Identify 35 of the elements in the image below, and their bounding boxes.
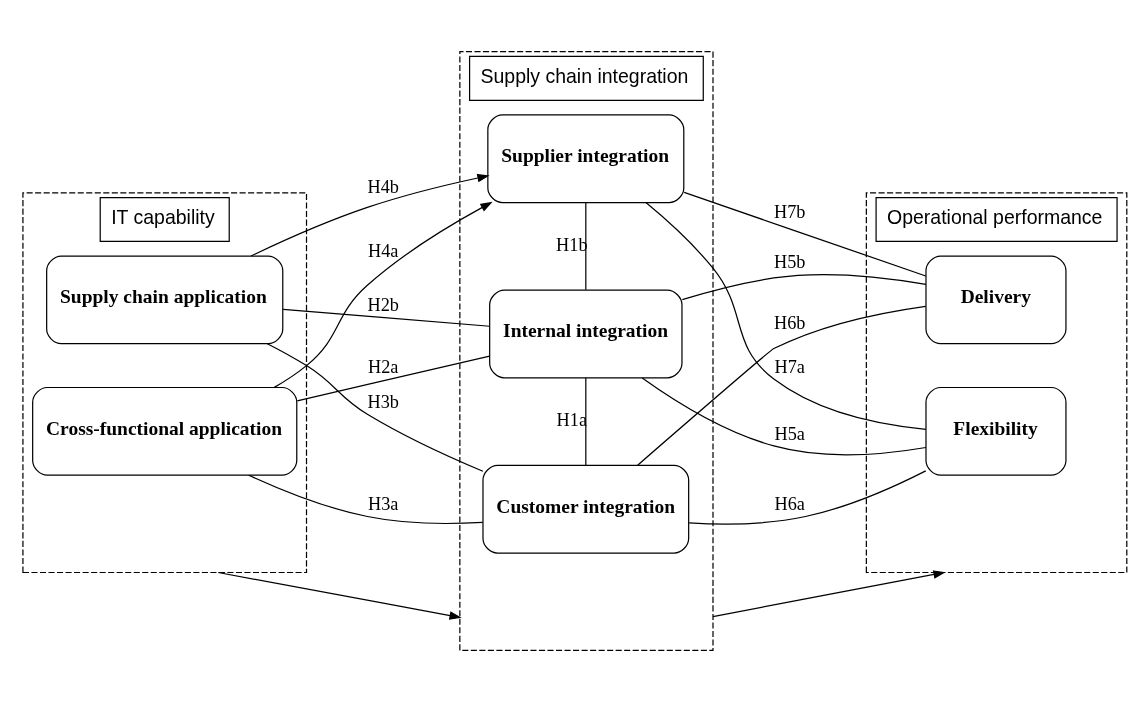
connector xyxy=(585,377,587,466)
connector xyxy=(296,355,491,402)
arrow xyxy=(712,570,946,618)
node-box: Customer integration xyxy=(482,464,690,554)
connector xyxy=(266,343,484,472)
node-box: Supply chain application xyxy=(46,255,284,345)
node-box: Supplier integration xyxy=(487,114,685,204)
edge-label: H6a xyxy=(774,494,805,515)
node-box: Cross-functional application xyxy=(32,386,298,476)
edge-label: H4a xyxy=(367,241,399,262)
arrow xyxy=(250,173,490,257)
edge-label: H3b xyxy=(367,392,399,413)
edge-label: H6b xyxy=(773,313,806,334)
connector xyxy=(248,474,484,525)
connector xyxy=(641,377,927,456)
edge-label: H7b xyxy=(773,202,806,223)
edge-label: H7a xyxy=(774,356,805,377)
node-box: Delivery xyxy=(925,255,1067,345)
connector xyxy=(645,201,927,430)
node-box: Flexibility xyxy=(925,386,1067,476)
edge-label: H4b xyxy=(367,176,399,197)
connector xyxy=(683,191,927,277)
connector xyxy=(282,308,491,327)
edge-label: H2a xyxy=(367,356,399,377)
connector xyxy=(585,202,587,291)
edge-label: H2b xyxy=(367,294,399,315)
edge-label: H5a xyxy=(774,423,805,444)
connector xyxy=(681,274,927,301)
connector xyxy=(688,470,927,525)
arrow xyxy=(217,571,462,620)
connector xyxy=(637,305,927,466)
edge-label: H3a xyxy=(367,494,399,515)
edge-label: H5b xyxy=(773,252,806,273)
arrow xyxy=(273,201,493,388)
node-box: Internal integration xyxy=(489,289,683,379)
